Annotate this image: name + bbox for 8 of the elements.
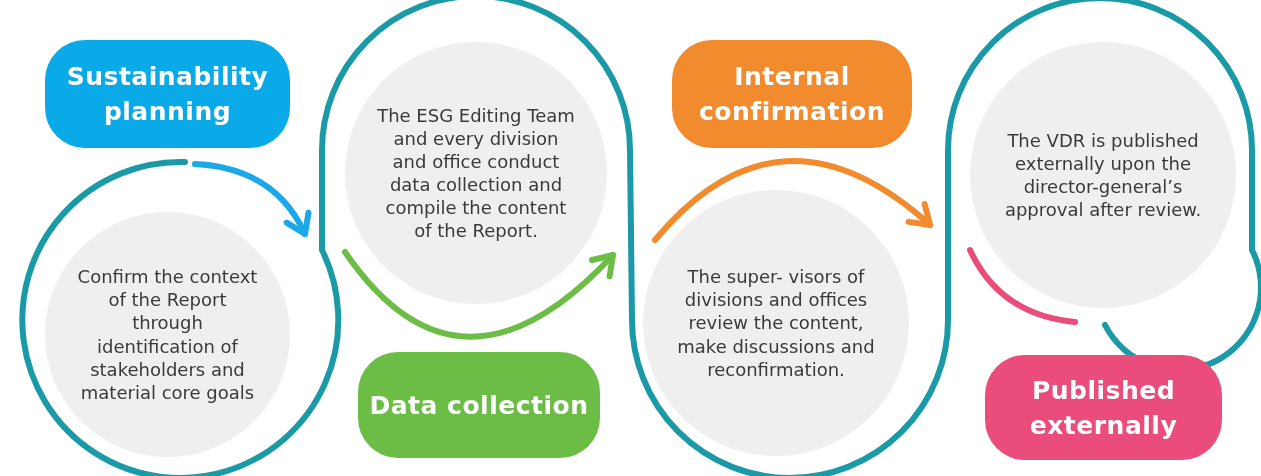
stage-label: Sustainability planning (45, 40, 290, 148)
stage-label: Internal confirmation (672, 40, 912, 148)
stage-label: Data collection (358, 352, 600, 458)
step-description: Confirm the context of the Report through identification of stakeholders and material core goals (76, 265, 259, 404)
step-description: The VDR is published externally upon the director-general’s approval after review. (1003, 128, 1203, 222)
stage-label: Published externally (985, 355, 1222, 460)
step-description: The super- visors of divisions and offices review the content, make discussions and reconfirmation. (676, 265, 876, 381)
step-description: The ESG Editing Team and every division and office conduct data collection and compile the content of the Report. (376, 103, 576, 243)
